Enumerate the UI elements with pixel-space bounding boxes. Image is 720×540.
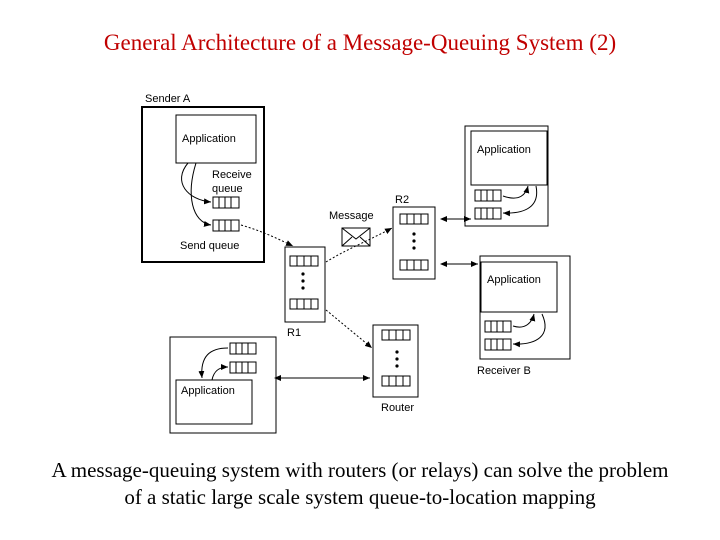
router-label: Router	[381, 402, 414, 414]
sender-a-label: Sender A	[145, 93, 191, 105]
message: Message	[329, 210, 374, 247]
r2-label: R2	[395, 194, 409, 206]
receiver-b-label: Receiver B	[477, 365, 531, 377]
sender-a-host: Sender A Application Receive queue Send …	[141, 93, 265, 263]
receive-arrow	[181, 162, 212, 205]
receive-queue-label-line1: Receive	[212, 169, 252, 181]
caption-line-1: A message-queuing system with routers (o…	[51, 458, 669, 482]
message-label: Message	[329, 210, 374, 222]
receiver-b-host: Application Receiver B	[477, 255, 571, 377]
receiver-b-application-label: Application	[487, 274, 541, 286]
receive-queue-label-line2: queue	[212, 183, 243, 195]
envelope-icon	[341, 227, 371, 247]
slide-caption: A message-queuing system with routers (o…	[0, 457, 720, 511]
connections	[240, 216, 478, 381]
remote-host-top: Application	[464, 125, 549, 227]
receive-queue-icon	[212, 196, 240, 209]
router: Router	[372, 324, 419, 414]
send-arrow	[190, 162, 212, 227]
slide-title: General Architecture of a Message-Queuin…	[103, 30, 617, 55]
remote-host-bottom-left: Application	[169, 336, 277, 434]
send-queue-label: Send queue	[180, 240, 239, 252]
caption-line-2: of a static large scale system queue-to-…	[124, 485, 596, 509]
r1-label: R1	[287, 327, 301, 339]
sender-a-application-label: Application	[182, 133, 236, 145]
relay-r1: R1	[284, 246, 326, 339]
relay-r2: R2	[392, 194, 436, 280]
remote-host-top-application-label: Application	[477, 144, 531, 156]
remote-host-bottom-left-application-label: Application	[181, 385, 235, 397]
send-queue-icon	[212, 219, 240, 232]
